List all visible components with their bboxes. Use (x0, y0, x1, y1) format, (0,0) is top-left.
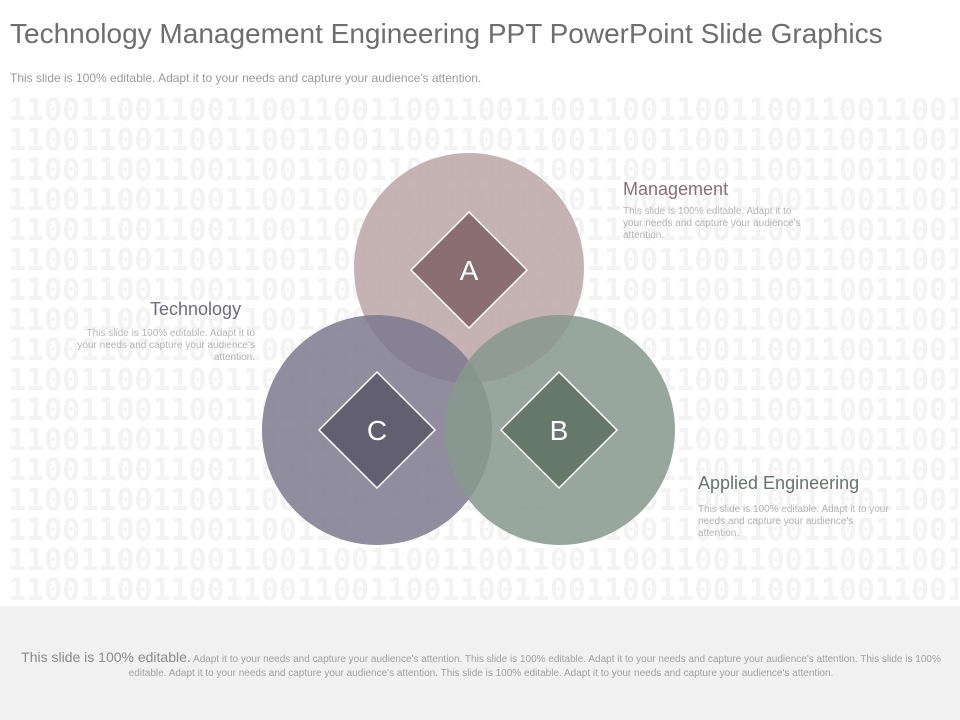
slide-subtitle: This slide is 100% editable. Adapt it to… (10, 71, 482, 85)
management-description: This slide is 100% editable. Adapt it to… (623, 206, 801, 241)
slide-title: Technology Management Engineering PPT Po… (10, 18, 883, 49)
footer-lead-text: This slide is 100% editable. (21, 649, 191, 665)
management-label: Management (623, 179, 729, 199)
footer-panel: This slide is 100% editable. Adapt it to… (0, 606, 960, 720)
diamond-b-letter: B (550, 415, 569, 446)
footer-body-text: Adapt it to your needs and capture your … (128, 654, 941, 679)
technology-description: This slide is 100% editable. Adapt it to… (77, 328, 255, 363)
diamond-c-letter: C (367, 415, 387, 446)
applied-engineering-label: Applied Engineering (698, 473, 860, 493)
footer-text: This slide is 100% editable. Adapt it to… (16, 650, 946, 681)
venn-diagram: A C B (262, 153, 675, 545)
diamond-c: C (317, 370, 437, 490)
diamond-a-letter: A (460, 255, 479, 286)
applied-engineering-description: This slide is 100% editable. Adapt it to… (698, 504, 889, 539)
diamond-a: A (409, 210, 529, 330)
technology-label: Technology (150, 299, 242, 319)
diamond-b: B (499, 370, 619, 490)
